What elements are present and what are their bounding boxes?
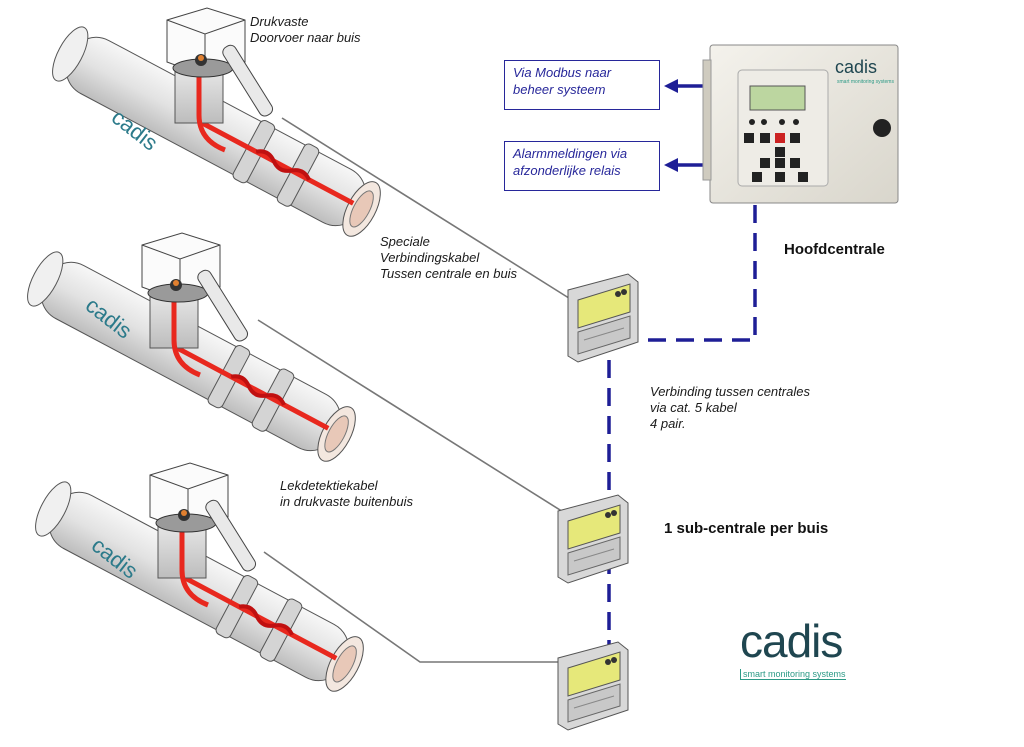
label-lekdetektiekabel: Lekdetektiekabel in drukvaste buitenbuis xyxy=(280,478,413,509)
logo-word: cadis xyxy=(740,615,843,667)
main-controller: cadis smart monitoring systems xyxy=(702,44,899,204)
pipe-assembly-2: cadis xyxy=(19,233,364,470)
label-speciale-kabel: Speciale Verbindingskabel Tussen central… xyxy=(380,234,518,281)
bus-main-to-sub1 xyxy=(634,205,757,342)
label-drukvaste-doorvoer: Drukvaste Doorvoer naar buis xyxy=(250,14,361,45)
cable-pipe-1 xyxy=(281,117,573,301)
alarm-box: Alarmmeldingen via afzonderlijke relais xyxy=(504,141,660,191)
cadis-logo: cadis smart monitoring systems xyxy=(740,618,870,688)
controller-brand: cadis xyxy=(835,57,877,77)
sub-centrale-3 xyxy=(557,641,629,731)
controller-brand-sub: smart monitoring systems xyxy=(837,79,894,85)
heading-sub-centrale: 1 sub-centrale per buis xyxy=(664,520,829,537)
cable-pipe-2 xyxy=(257,319,569,516)
heading-hoofdcentrale: Hoofdcentrale xyxy=(784,241,885,258)
logo-tagline: smart monitoring systems xyxy=(740,669,846,680)
sub-centrale-1 xyxy=(567,273,639,363)
modbus-box: Via Modbus naar beheer systeem xyxy=(504,60,660,110)
cable-pipe-3 xyxy=(263,551,560,663)
sub-centrale-2 xyxy=(557,494,629,584)
label-verbinding: Verbinding tussen centrales via cat. 5 k… xyxy=(650,384,810,431)
